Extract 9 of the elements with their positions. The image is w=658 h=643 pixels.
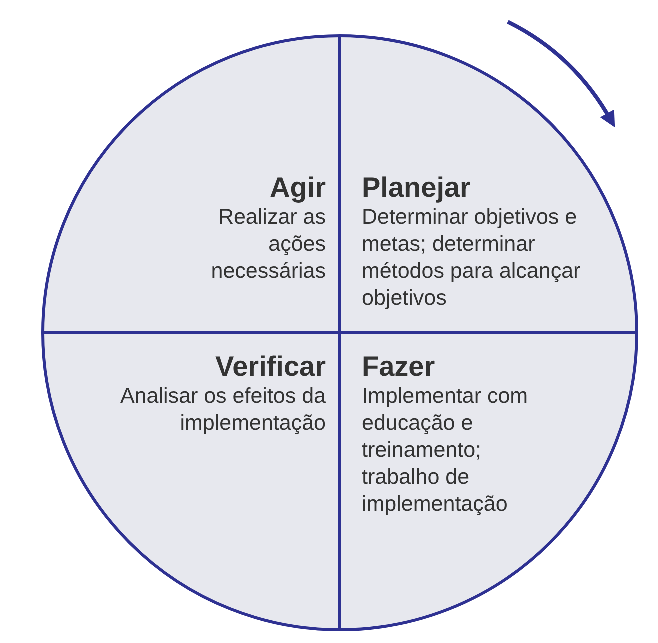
quadrant-heading: Planejar — [362, 172, 472, 204]
quadrant-description: Implementar com educação e treinamento; trabalho de implementação — [362, 383, 530, 518]
quadrant-description: Determinar objetivos e metas; determinar métodos para alcançar objetivos — [362, 204, 582, 312]
circle-chart-drawing — [40, 33, 640, 633]
quadrant-heading: Verificar — [214, 351, 326, 383]
quadrant-heading: Agir — [269, 172, 326, 204]
quadrant-heading: Fazer — [362, 351, 436, 383]
quadrant-description: Realizar as ações necessárias — [210, 204, 326, 285]
quadrant-description: Analisar os efeitos da implementação — [119, 383, 326, 437]
